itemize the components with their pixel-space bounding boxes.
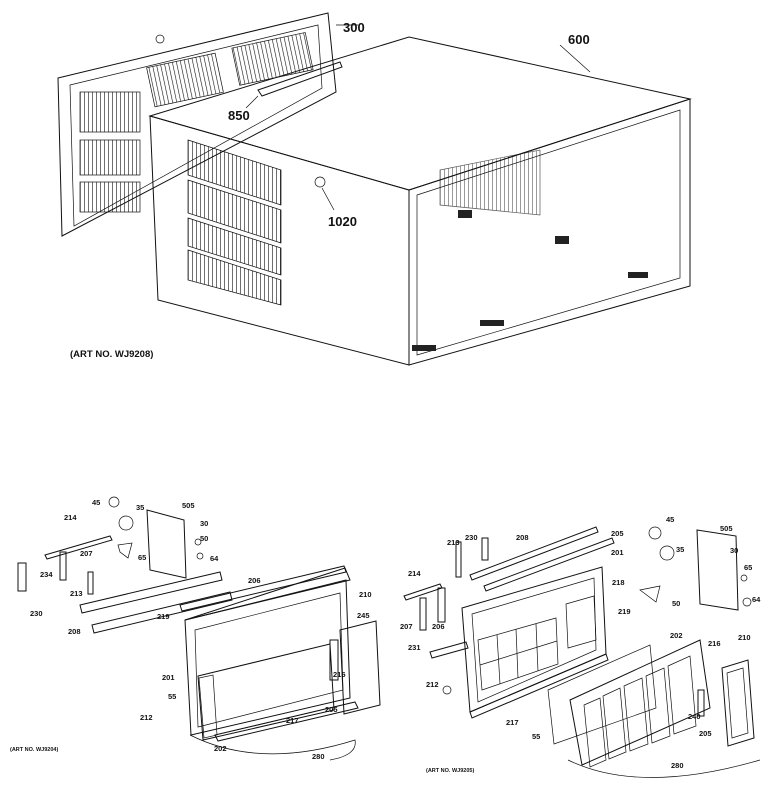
callout-201-r: 201 xyxy=(611,548,624,557)
callout-65-r: 65 xyxy=(744,563,752,572)
callout-35: 35 xyxy=(136,503,144,512)
bottom-left-art-number: (ART NO. WJ9204) xyxy=(10,747,58,753)
callout-30: 30 xyxy=(200,519,208,528)
callout-300: 300 xyxy=(343,20,365,35)
callout-210: 210 xyxy=(359,590,372,599)
callout-245: 245 xyxy=(357,611,370,620)
callout-214: 214 xyxy=(64,513,77,522)
callout-45: 45 xyxy=(92,498,100,507)
callout-205-r: 205 xyxy=(699,729,712,738)
bottom-left-assembly: 45 35 505 214 207 30 50 64 65 234 213 20… xyxy=(10,496,381,761)
callout-45-r: 45 xyxy=(666,515,674,524)
callout-213: 213 xyxy=(70,589,83,598)
bottom-right-art-number: (ART NO. WJ9205) xyxy=(426,768,474,774)
callout-219-r: 219 xyxy=(618,607,631,616)
callout-230: 230 xyxy=(30,609,43,618)
callout-207: 207 xyxy=(80,549,93,558)
callout-55-r: 55 xyxy=(532,732,540,741)
callout-217-r: 217 xyxy=(506,718,519,727)
callout-50-r: 50 xyxy=(672,599,680,608)
callout-240-r: 240 xyxy=(688,712,701,721)
callout-1020: 1020 xyxy=(328,214,357,229)
callout-212: 212 xyxy=(140,713,153,722)
callout-64: 64 xyxy=(210,554,219,563)
callout-64-r: 64 xyxy=(752,595,761,604)
callout-201: 201 xyxy=(162,673,175,682)
callout-505: 505 xyxy=(182,501,195,510)
callout-214-r: 214 xyxy=(408,569,421,578)
callout-65: 65 xyxy=(138,553,146,562)
callout-218-r: 218 xyxy=(612,578,625,587)
bottom-right-assembly: 213 230 208 205 45 201 35 505 214 218 30… xyxy=(400,515,761,778)
callout-205: 205 xyxy=(325,705,338,714)
callout-207-r: 207 xyxy=(400,622,413,631)
callout-600: 600 xyxy=(568,32,590,47)
callout-234: 234 xyxy=(40,570,53,579)
callout-280-r: 280 xyxy=(671,761,684,770)
callout-55: 55 xyxy=(168,692,176,701)
callout-216: 216 xyxy=(333,670,346,679)
callout-230-r: 230 xyxy=(465,533,478,542)
callout-219: 219 xyxy=(157,612,170,621)
callout-202: 202 xyxy=(214,744,227,753)
cabinet-box xyxy=(148,36,692,366)
top-art-number: (ART NO. WJ9208) xyxy=(70,349,153,360)
callout-505-r: 505 xyxy=(720,524,733,533)
callout-205-top: 205 xyxy=(611,529,624,538)
callout-208: 208 xyxy=(68,627,81,636)
callout-30-r: 30 xyxy=(730,546,738,555)
callout-208-r: 208 xyxy=(516,533,529,542)
callout-231-r: 231 xyxy=(408,643,421,652)
callout-212-r: 212 xyxy=(426,680,439,689)
callout-216-r: 216 xyxy=(708,639,721,648)
callout-202-r: 202 xyxy=(670,631,683,640)
callout-50: 50 xyxy=(200,534,208,543)
front-grille-panel xyxy=(57,12,337,237)
callout-206: 206 xyxy=(248,576,261,585)
callout-206-r: 206 xyxy=(432,622,445,631)
top-assembly: 300 600 850 1020 (ART NO. WJ9208) xyxy=(57,12,692,366)
callout-280: 280 xyxy=(312,752,325,761)
callout-35-r: 35 xyxy=(676,545,684,554)
callout-850: 850 xyxy=(228,108,250,123)
callout-213-r: 213 xyxy=(447,538,460,547)
callout-210-r: 210 xyxy=(738,633,751,642)
callout-217: 217 xyxy=(286,716,299,725)
